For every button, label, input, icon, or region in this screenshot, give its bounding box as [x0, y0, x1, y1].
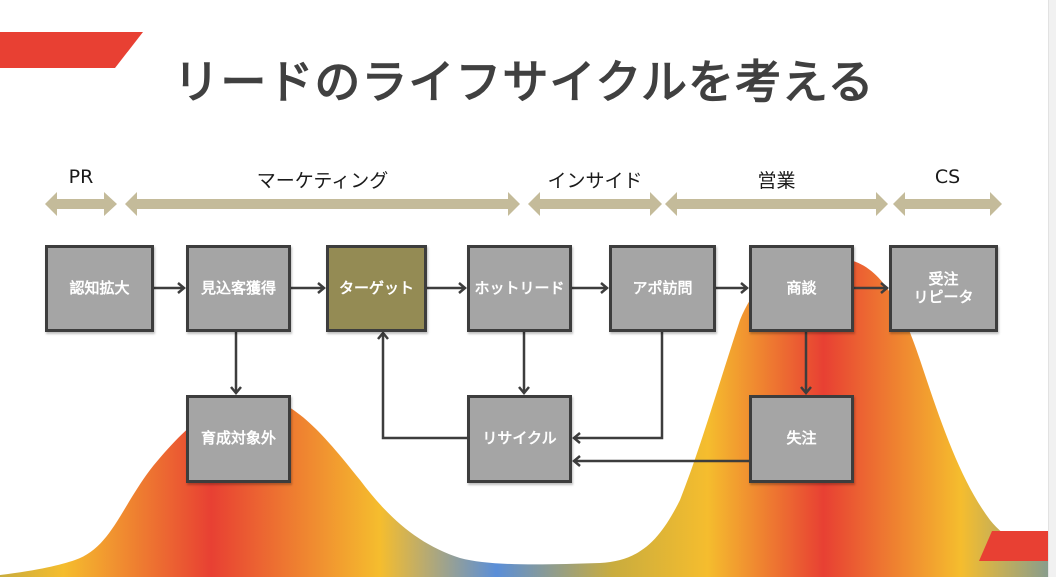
arrowhead-icon — [458, 282, 467, 294]
phase-arrow-sales — [665, 192, 888, 216]
phase-arrows — [45, 192, 1002, 216]
arrowhead-icon — [317, 282, 326, 294]
accent-bar-bottom-right — [979, 531, 1056, 561]
accent-bar-top-left — [0, 32, 143, 68]
stage-box-appointment[interactable]: アポ訪問 — [609, 245, 716, 332]
connector-appointment-recycle — [574, 330, 664, 440]
scrollbar[interactable] — [1048, 0, 1056, 577]
arrowhead-icon — [740, 282, 749, 294]
arrowhead-icon — [177, 282, 186, 294]
slide-title: リードのライフサイクルを考える — [173, 55, 875, 109]
phase-arrow-marketing — [125, 192, 520, 216]
stage-box-negotiation[interactable]: 商談 — [749, 245, 854, 332]
connector-recycle-target — [381, 333, 468, 440]
phase-label-marketing: マーケティング — [256, 170, 389, 192]
stage-box-excluded[interactable]: 育成対象外 — [186, 395, 291, 483]
phase-arrow-pr — [45, 192, 117, 216]
arrowhead-icon — [230, 386, 242, 395]
stage-box-prospect[interactable]: 見込客獲得 — [186, 245, 291, 332]
stage-box-order-repeater[interactable]: 受注 リピータ — [889, 245, 998, 332]
arrowheads — [177, 282, 889, 467]
phase-label-cs: CS — [934, 166, 961, 188]
stage-box-recycle[interactable]: リサイクル — [467, 395, 572, 483]
phase-label-pr: PR — [68, 166, 94, 188]
stage-box-target[interactable]: ターゲット — [326, 245, 427, 332]
left-mountain — [0, 257, 1056, 577]
phase-label-inside: インサイド — [547, 170, 643, 192]
phase-label-sales: 営業 — [757, 170, 796, 192]
stage-box-lost[interactable]: 失注 — [749, 395, 854, 483]
arrowhead-icon — [572, 432, 581, 444]
stage-box-awareness[interactable]: 認知拡大 — [45, 245, 154, 332]
arrowhead-icon — [800, 386, 812, 395]
stage-box-hotlead[interactable]: ホットリード — [467, 245, 572, 332]
phase-arrow-cs — [893, 192, 1002, 216]
connectors — [153, 286, 887, 463]
arrowhead-icon — [572, 455, 581, 467]
arrowhead-icon — [377, 331, 389, 340]
phase-arrow-inside — [528, 192, 662, 216]
arrowhead-icon — [880, 282, 889, 294]
arrowhead-icon — [518, 386, 530, 395]
arrowhead-icon — [600, 282, 609, 294]
